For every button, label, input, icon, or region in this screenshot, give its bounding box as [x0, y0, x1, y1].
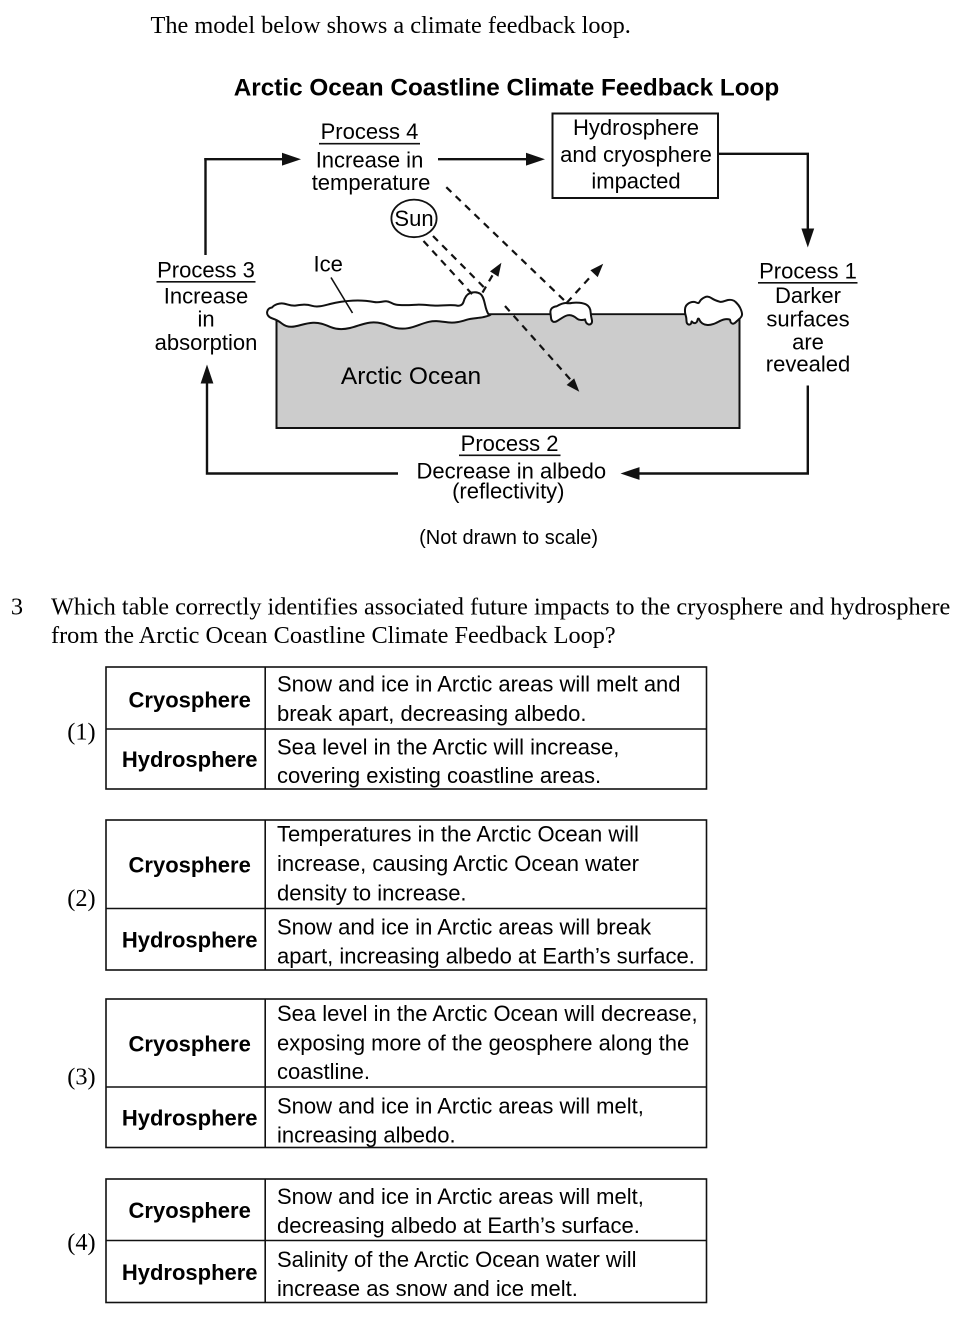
svg-text:impacted: impacted: [591, 168, 680, 193]
svg-text:temperature: temperature: [312, 170, 431, 195]
svg-text:Cryosphere: Cryosphere: [129, 1032, 251, 1057]
svg-text:Cryosphere: Cryosphere: [129, 688, 251, 713]
svg-text:Temperatures in the Arctic Oce: Temperatures in the Arctic Ocean will: [277, 822, 639, 847]
svg-text:covering existing coastline ar: covering existing coastline areas.: [277, 763, 601, 788]
svg-text:Process 3: Process 3: [157, 257, 255, 282]
svg-text:coastline.: coastline.: [277, 1059, 370, 1084]
svg-text:Cryosphere: Cryosphere: [129, 1198, 251, 1223]
svg-text:surfaces: surfaces: [766, 307, 849, 332]
svg-text:Increase in: Increase in: [316, 147, 424, 172]
svg-text:are: are: [792, 330, 824, 355]
svg-text:Increase: Increase: [164, 284, 248, 309]
svg-text:Hydrosphere: Hydrosphere: [122, 747, 258, 772]
svg-text:Sea level in the Arctic will i: Sea level in the Arctic will increase,: [277, 734, 619, 759]
svg-text:Decrease in albedo: Decrease in albedo: [417, 459, 607, 484]
svg-text:increasing albedo.: increasing albedo.: [277, 1122, 456, 1147]
svg-text:(4): (4): [67, 1229, 95, 1256]
svg-text:Which table correctly identifi: Which table correctly identifies associa…: [51, 593, 950, 620]
svg-text:Arctic Ocean: Arctic Ocean: [341, 363, 481, 390]
svg-text:decreasing albedo at Earth’s s: decreasing albedo at Earth’s surface.: [277, 1213, 640, 1238]
svg-text:Snow and ice in Arctic areas w: Snow and ice in Arctic areas will melt,: [277, 1184, 644, 1209]
svg-text:density to increase.: density to increase.: [277, 881, 467, 906]
svg-text:in: in: [197, 307, 214, 332]
svg-text:Snow and ice in Arctic areas w: Snow and ice in Arctic areas will melt,: [277, 1094, 644, 1119]
svg-text:Process 2: Process 2: [461, 431, 559, 456]
svg-text:Hydrosphere: Hydrosphere: [122, 1106, 258, 1131]
svg-text:(3): (3): [67, 1064, 95, 1091]
svg-text:(2): (2): [67, 885, 95, 912]
svg-text:absorption: absorption: [155, 330, 258, 355]
svg-text:3: 3: [11, 593, 23, 620]
svg-text:Sun: Sun: [394, 206, 433, 231]
svg-text:Hydrosphere: Hydrosphere: [573, 115, 699, 140]
svg-text:exposing more of the geosphere: exposing more of the geosphere along the: [277, 1030, 689, 1055]
svg-text:and cryosphere: and cryosphere: [560, 142, 712, 167]
svg-text:Cryosphere: Cryosphere: [129, 853, 251, 878]
svg-text:(Not drawn to scale): (Not drawn to scale): [419, 527, 598, 549]
svg-text:apart, increasing albedo at Ea: apart, increasing albedo at Earth’s surf…: [277, 944, 695, 969]
svg-text:increase, causing Arctic Ocean: increase, causing Arctic Ocean water: [277, 851, 639, 876]
svg-text:Ice: Ice: [314, 252, 343, 277]
svg-text:Process 4: Process 4: [321, 119, 419, 144]
svg-text:Sea level in the Arctic Ocean: Sea level in the Arctic Ocean will decre…: [277, 1001, 698, 1026]
svg-text:(reflectivity): (reflectivity): [452, 478, 564, 503]
svg-text:Hydrosphere: Hydrosphere: [122, 928, 258, 953]
svg-text:Snow and ice in Arctic areas w: Snow and ice in Arctic areas will melt a…: [277, 672, 681, 697]
svg-text:The model below shows a climat: The model below shows a climate feedback…: [151, 12, 631, 39]
svg-text:Process 1: Process 1: [759, 258, 857, 283]
svg-text:increase as snow and ice melt.: increase as snow and ice melt.: [277, 1276, 578, 1301]
svg-text:Arctic Ocean Coastline Climate: Arctic Ocean Coastline Climate Feedback …: [234, 74, 779, 101]
svg-text:revealed: revealed: [766, 352, 850, 377]
svg-text:Snow and ice in Arctic areas w: Snow and ice in Arctic areas will break: [277, 915, 652, 940]
svg-text:from the Arctic Ocean Coastlin: from the Arctic Ocean Coastline Climate …: [51, 622, 616, 649]
svg-text:(1): (1): [67, 719, 95, 746]
svg-text:break apart, decreasing albedo: break apart, decreasing albedo.: [277, 701, 586, 726]
svg-text:Salinity of the Arctic Ocean w: Salinity of the Arctic Ocean water will: [277, 1247, 636, 1272]
svg-text:Darker: Darker: [775, 283, 841, 308]
svg-text:Hydrosphere: Hydrosphere: [122, 1260, 258, 1285]
